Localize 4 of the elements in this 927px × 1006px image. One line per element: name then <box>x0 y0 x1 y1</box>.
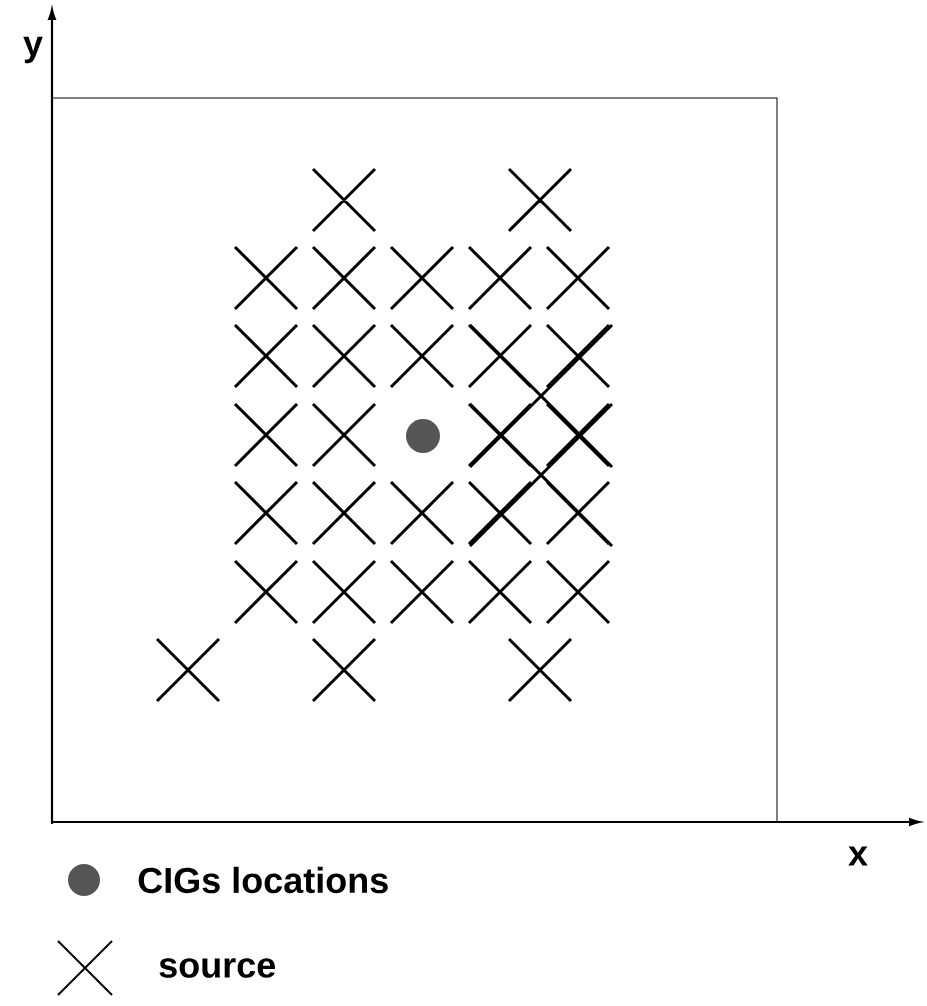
axis-label: x <box>848 846 868 866</box>
legend-label: source <box>159 958 275 978</box>
axis-label: y <box>23 36 43 64</box>
legend-label: CIGs locations <box>138 866 388 894</box>
